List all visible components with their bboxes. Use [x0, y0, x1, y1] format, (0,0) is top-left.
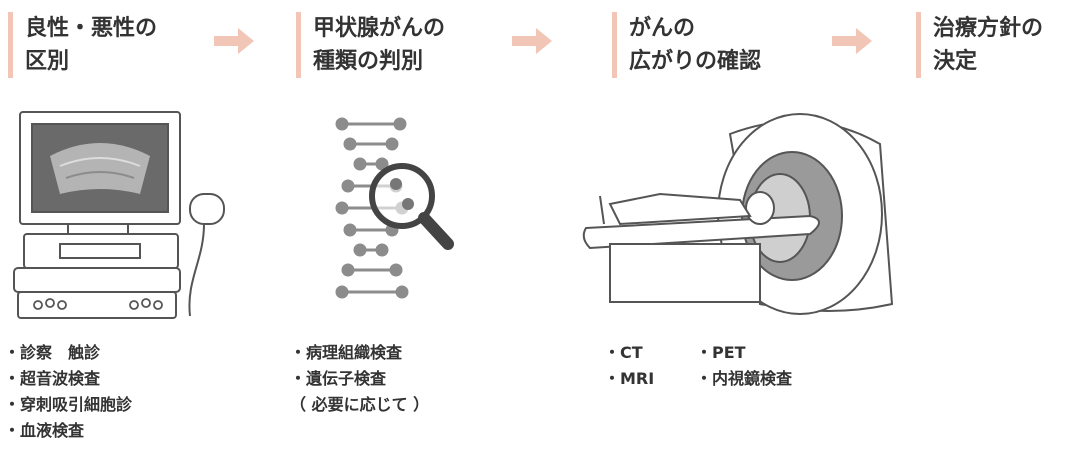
- list-item: ・PET: [696, 343, 746, 362]
- exam-list-1: ・診察 触診 ・超音波検査 ・穿刺吸引細胞診 ・血液検査: [4, 340, 132, 444]
- ct-scanner-icon: [582, 113, 894, 315]
- step-3-title-line1: がんの: [629, 16, 696, 41]
- step-4-title-line1: 治療方針の: [933, 16, 1044, 41]
- list-item: ・内視鏡検査: [696, 369, 793, 388]
- list-item: ・超音波検査: [4, 369, 101, 388]
- right-arrow-icon: [214, 28, 254, 54]
- step-1-title-line1: 良性・悪性の: [25, 16, 158, 41]
- list-item: ・遺伝子検査: [290, 369, 387, 388]
- list-item: ・血液検査: [4, 421, 85, 440]
- list-item: ・MRI: [604, 369, 655, 388]
- ultrasound-machine-icon: [13, 111, 225, 319]
- step-3-header: がんの 広がりの確認: [612, 12, 761, 78]
- right-arrow-icon: [832, 28, 872, 54]
- list-item: （ 必要に応じて ）: [290, 395, 430, 414]
- exam-list-2: ・病理組織検査 ・遺伝子検査 （ 必要に応じて ）: [290, 340, 429, 418]
- step-2-title-line1: 甲状腺がんの: [313, 16, 446, 41]
- dna-magnifier-icon: [335, 117, 454, 299]
- step-1-header: 良性・悪性の 区別: [8, 12, 157, 78]
- right-arrow-icon: [512, 28, 552, 54]
- exam-list-3: ・CT ・PET ・MRI ・内視鏡検査: [604, 340, 792, 392]
- step-4-title-line2: 決定: [933, 49, 978, 74]
- list-item: ・診察 触診: [4, 343, 101, 362]
- list-item: ・病理組織検査: [290, 343, 403, 362]
- step-3-title-line2: 広がりの確認: [629, 49, 762, 74]
- list-item: ・穿刺吸引細胞診: [4, 395, 133, 414]
- step-2-title-line2: 種類の判別: [313, 49, 424, 74]
- list-item: ・CT: [604, 343, 643, 362]
- step-1-title-line2: 区別: [25, 49, 70, 74]
- step-4-header: 治療方針の 決定: [916, 12, 1043, 78]
- step-2-header: 甲状腺がんの 種類の判別: [296, 12, 445, 78]
